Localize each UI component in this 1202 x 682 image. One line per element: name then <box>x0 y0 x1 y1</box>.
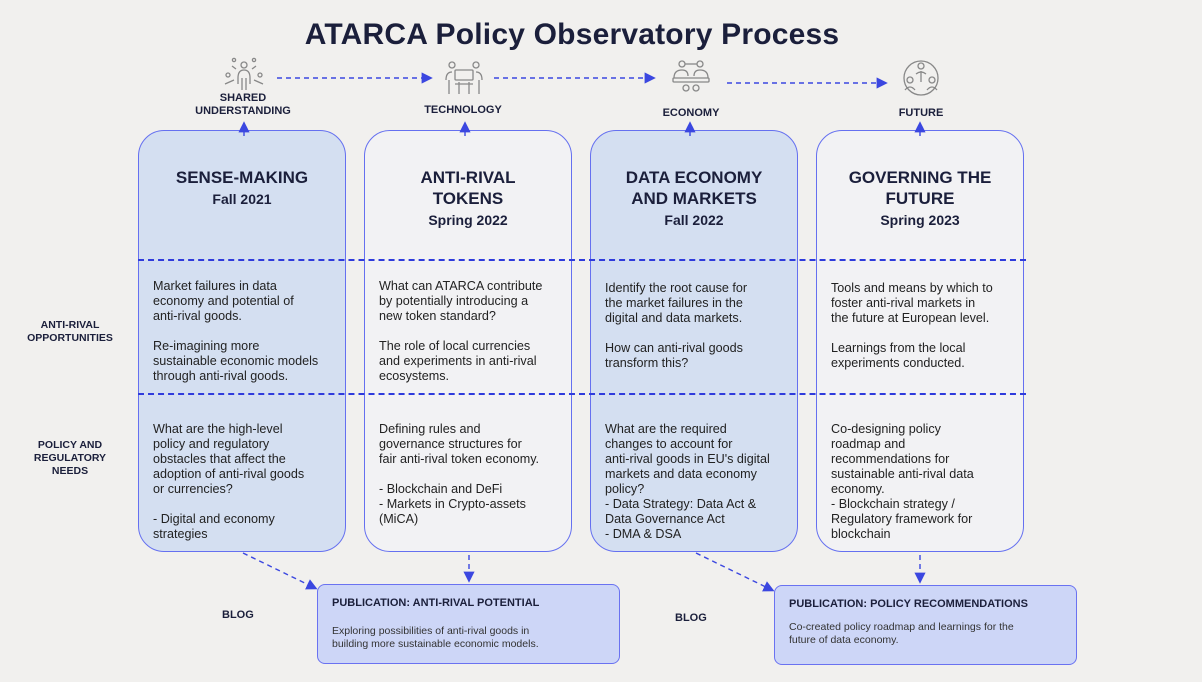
phase-card-governing-the-future: GOVERNING THE FUTURE Spring 2023 Tools a… <box>816 130 1024 552</box>
phase-card-sense-making: SENSE-MAKING Fall 2021 Market failures i… <box>138 130 346 552</box>
people-network-icon <box>221 56 267 96</box>
phase-date: Fall 2021 <box>212 191 272 207</box>
phase-title: DATA ECONOMY AND MARKETS <box>625 168 763 208</box>
phase-opportunities-text: What can ATARCA contribute by potentiall… <box>379 279 543 383</box>
phase-heading: DATA ECONOMY AND MARKETS Fall 2022 <box>591 167 797 231</box>
phase-title: SENSE-MAKING <box>175 168 309 187</box>
stage-label-shared-understanding: SHARED UNDERSTANDING <box>195 92 291 117</box>
phase-date: Spring 2023 <box>880 212 960 228</box>
stage-label-future: FUTURE <box>898 107 944 119</box>
row-label-opportunities: ANTI-RIVAL OPPORTUNITIES <box>27 319 113 344</box>
phase-policy-text: What are the required changes to account… <box>605 422 770 541</box>
phase-opportunities-text: Market failures in data economy and pote… <box>153 279 319 383</box>
phase-date: Spring 2022 <box>428 212 508 228</box>
row-divider-top <box>138 259 1026 261</box>
diagram-title: ATARCA Policy Observatory Process <box>304 18 840 51</box>
people-economy-icon <box>668 58 714 98</box>
phase-date: Fall 2022 <box>664 212 724 228</box>
phase-opportunities-text: Identify the root cause for the market f… <box>605 281 748 370</box>
pub-arrow-4 <box>695 552 775 592</box>
people-future-icon <box>898 58 944 98</box>
phase-opportunities-text: Tools and means by which to foster anti-… <box>831 281 993 370</box>
phase-policy-text: Co-designing policy roadmap and recommen… <box>831 422 974 541</box>
publication-title: PUBLICATION: ANTI-RIVAL POTENTIAL <box>332 597 540 609</box>
row-divider-bottom <box>138 393 1026 395</box>
stage-label-technology: TECHNOLOGY <box>424 104 502 116</box>
phase-title: ANTI-RIVAL TOKENS <box>420 168 516 208</box>
publication-description: Exploring possibilities of anti-rival go… <box>332 625 539 650</box>
phase-card-anti-rival-tokens: ANTI-RIVAL TOKENS Spring 2022 What can A… <box>364 130 572 552</box>
phase-policy-text: Defining rules and governance structures… <box>379 422 540 526</box>
pub-arrow-2 <box>242 552 318 590</box>
phase-heading: SENSE-MAKING Fall 2021 <box>139 167 345 210</box>
people-technology-icon <box>441 58 487 98</box>
publication-anti-rival-potential: PUBLICATION: ANTI-RIVAL POTENTIAL Explor… <box>317 584 620 664</box>
publication-description: Co-created policy roadmap and learnings … <box>789 621 1014 646</box>
phase-card-data-economy: DATA ECONOMY AND MARKETS Fall 2022 Ident… <box>590 130 798 552</box>
blog-label-2: BLOG <box>675 612 707 624</box>
phase-policy-text: What are the high-level policy and regul… <box>153 422 305 541</box>
phase-heading: GOVERNING THE FUTURE Spring 2023 <box>817 167 1023 231</box>
publication-policy-recommendations: PUBLICATION: POLICY RECOMMENDATIONS Co-c… <box>774 585 1077 665</box>
blog-label-1: BLOG <box>222 609 254 621</box>
row-label-policy-needs: POLICY AND REGULATORY NEEDS <box>33 439 107 477</box>
stage-label-economy: ECONOMY <box>662 107 720 119</box>
phase-title: GOVERNING THE FUTURE <box>848 168 992 208</box>
phase-heading: ANTI-RIVAL TOKENS Spring 2022 <box>365 167 571 231</box>
publication-title: PUBLICATION: POLICY RECOMMENDATIONS <box>789 598 1028 610</box>
